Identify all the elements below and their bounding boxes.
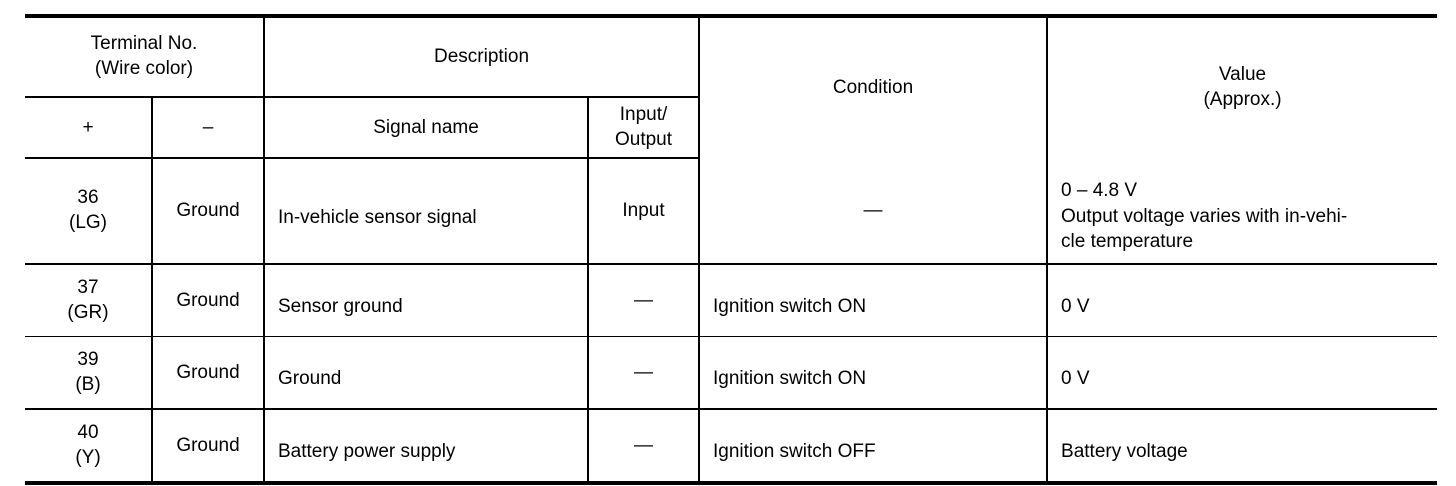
cell-value: 0 – 4.8 V Output voltage varies with in-… (1047, 158, 1438, 265)
minus-terminal-value: Ground (176, 289, 240, 311)
cell-value: 0 V (1047, 264, 1438, 337)
cell-terminal-number: 36 (LG) (25, 158, 153, 265)
condition-value: — (863, 199, 883, 221)
terminal-number-value: 37 (77, 276, 99, 298)
value-value: 0 V (1048, 282, 1437, 320)
header-condition: Condition (699, 14, 1049, 158)
header-plus-terminal: + (25, 97, 153, 159)
value-value: Battery voltage (1048, 427, 1437, 465)
cell-terminal-number: 39 (B) (25, 336, 153, 410)
cell-input-output: — (588, 264, 701, 337)
cell-signal-name: Sensor ground (264, 264, 589, 337)
signal-name-value: Sensor ground (278, 296, 403, 318)
signal-name-value: Ground (278, 368, 342, 390)
cell-input-output: — (588, 336, 701, 410)
table-row: 37 (GR) Ground Sensor ground — Ignition … (25, 264, 1438, 337)
header-terminal-no-line1: Terminal No. (90, 33, 198, 55)
terminal-number-value: 36 (77, 187, 99, 209)
value-value: 0 V (1048, 354, 1437, 392)
cell-terminal-number: 37 (GR) (25, 264, 153, 337)
header-plus-label: + (82, 116, 94, 138)
wire-color-value: (GR) (67, 301, 109, 323)
table-row: 39 (B) Ground Ground — Ignition switch O… (25, 336, 1438, 410)
header-description: Description (264, 14, 701, 98)
terminal-specification-table: Terminal No. (Wire color) Description Co… (25, 14, 1438, 485)
cell-minus-terminal: Ground (152, 336, 265, 410)
header-input-output: Input/ Output (588, 97, 701, 159)
cell-value: 0 V (1047, 336, 1438, 410)
cell-condition: Ignition switch ON (699, 336, 1049, 410)
input-output-value: — (634, 434, 653, 456)
header-terminal-no-line2: (Wire color) (94, 58, 194, 79)
minus-terminal-value: Ground (176, 361, 240, 383)
header-value: Value (Approx.) (1047, 14, 1438, 158)
condition-value: Ignition switch OFF (713, 441, 876, 463)
value-line: 0 – 4.8 V (1061, 179, 1138, 201)
condition-value: Ignition switch ON (713, 296, 867, 318)
value-line: Battery voltage (1061, 440, 1188, 462)
cell-condition: Ignition switch ON (699, 264, 1049, 337)
value-line: 0 V (1061, 295, 1090, 317)
cell-signal-name: In-vehicle sensor signal (264, 158, 589, 265)
wire-color-value: (LG) (69, 212, 107, 233)
cell-minus-terminal: Ground (152, 409, 265, 485)
header-signal-name: Signal name (264, 97, 589, 159)
wire-color-value: (Y) (75, 446, 101, 468)
cell-condition: Ignition switch OFF (699, 409, 1049, 485)
cell-minus-terminal: Ground (152, 158, 265, 265)
header-description-label: Description (433, 46, 530, 68)
cell-input-output: — (588, 409, 701, 485)
header-row-secondary: + – Signal name Input/ Output (25, 97, 1437, 159)
wire-color-value: (B) (75, 373, 101, 395)
header-minus-label: – (202, 116, 214, 138)
header-input-output-line1: Input/ (619, 103, 668, 125)
terminal-number-value: 39 (77, 348, 99, 370)
header-minus-terminal: – (152, 97, 265, 159)
value-line: 0 V (1061, 367, 1090, 389)
header-row-primary: Terminal No. (Wire color) Description Co… (25, 14, 1438, 158)
header-condition-label: Condition (832, 77, 914, 99)
header-signal-name-label: Signal name (373, 116, 479, 138)
value-line: Output voltage varies with in-vehi- (1061, 205, 1348, 227)
cell-input-output: Input (588, 158, 701, 265)
cell-value: Battery voltage (1047, 409, 1438, 485)
minus-terminal-value: Ground (176, 434, 240, 456)
input-output-value: — (634, 289, 653, 311)
table-row: 36 (LG) Ground In-vehicle sensor signal … (25, 158, 1438, 265)
terminal-number-value: 40 (77, 421, 99, 443)
signal-name-value: In-vehicle sensor signal (278, 206, 477, 228)
header-value-line1: Value (1218, 64, 1267, 86)
value-value: 0 – 4.8 V Output voltage varies with in-… (1048, 166, 1437, 255)
header-value-line2: (Approx.) (1203, 89, 1282, 110)
header-terminal-no: Terminal No. (Wire color) (25, 14, 265, 98)
cell-signal-name: Battery power supply (264, 409, 589, 485)
input-output-value: — (634, 361, 653, 383)
signal-name-value: Battery power supply (278, 441, 456, 463)
cell-terminal-number: 40 (Y) (25, 409, 153, 485)
input-output-value: Input (622, 200, 665, 222)
header-input-output-line2: Output (614, 128, 673, 150)
value-line: cle temperature (1061, 231, 1194, 253)
minus-terminal-value: Ground (176, 200, 240, 222)
condition-value: Ignition switch ON (713, 368, 867, 390)
cell-signal-name: Ground (264, 336, 589, 410)
cell-minus-terminal: Ground (152, 264, 265, 337)
table-row: 40 (Y) Ground Battery power supply — Ign… (25, 409, 1438, 485)
cell-condition: — (699, 158, 1049, 265)
